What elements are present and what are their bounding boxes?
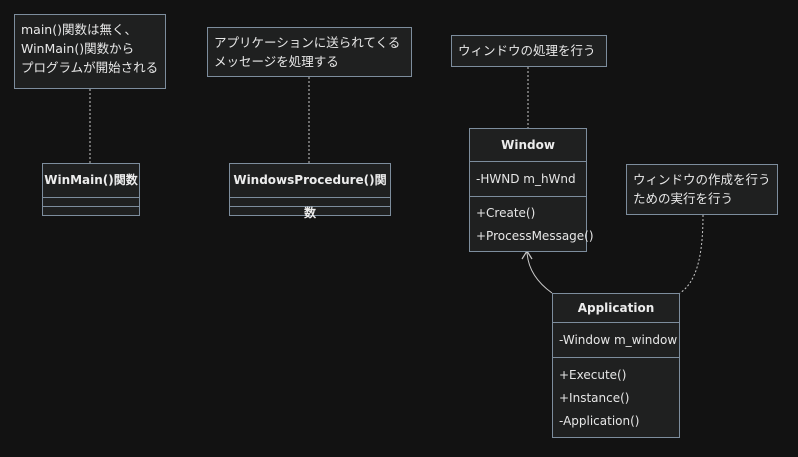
note-application-line-1: ウィンドウの作成を行う [633,172,771,187]
note-winmain-line-2: WinMain()関数から [21,41,135,56]
note-application-line-2: ための実行を行う [633,191,734,206]
class-application-method: +Instance() [559,391,630,405]
note-window: ウィンドウの処理を行う [451,35,607,67]
class-window-method: +Create() [476,206,536,220]
class-application: Application -Window m_window +Execute() … [552,293,680,438]
note-window-line-1: ウィンドウの処理を行う [458,43,596,58]
note-winproc-line-1: アプリケーションに送られてくる [214,35,401,50]
class-winproc-methods [230,206,390,215]
note-winproc-line-2: メッセージを処理する [214,54,339,69]
class-application-name: Application [577,301,655,315]
note-winproc: アプリケーションに送られてくる メッセージを処理する [207,27,412,77]
application-note-link [679,214,704,294]
class-winmain: WinMain()関数 [42,163,140,216]
class-application-attribute: -Window m_window [559,333,678,347]
class-window-methods: +Create() +ProcessMessage() [470,196,594,251]
association-line [526,251,553,294]
class-winmain-methods [43,206,139,215]
class-window: Window -HWND m_hWnd +Create() +ProcessMe… [469,128,594,252]
class-window-method: +ProcessMessage() [476,229,594,243]
note-winmain: main()関数は無く、 WinMain()関数から プログラムが開始される [14,14,166,89]
class-window-attribute: -HWND m_hWnd [476,172,576,186]
note-winmain-line-3: プログラムが開始される [21,60,159,75]
class-winmain-attributes [43,197,139,206]
class-window-attributes: -HWND m_hWnd [470,161,586,196]
class-application-attributes: -Window m_window [553,322,679,357]
note-winmain-line-1: main()関数は無く、 [21,22,137,37]
class-winproc: WindowsProcedure()関数 [229,163,391,220]
class-winproc-attributes [230,197,390,206]
class-winmain-name: WinMain()関数 [44,173,138,187]
class-application-method: +Execute() [559,368,627,382]
class-winproc-name: WindowsProcedure()関数 [233,173,387,220]
class-window-name: Window [501,138,555,152]
note-application: ウィンドウの作成を行う ための実行を行う [626,164,778,215]
class-application-methods: +Execute() +Instance() -Application() [553,357,679,437]
class-application-method: -Application() [559,414,640,428]
